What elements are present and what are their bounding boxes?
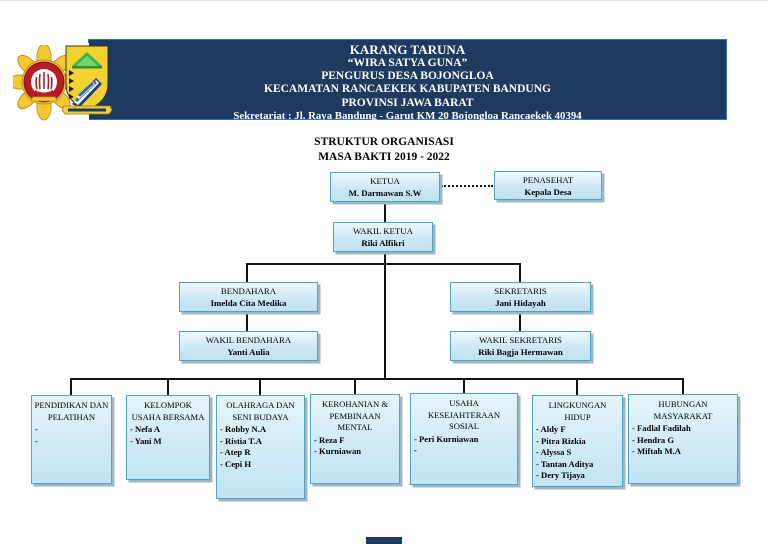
node-title: WAKIL BENDAHARA [205, 335, 292, 345]
division-member: - Hendra G [632, 434, 675, 445]
kabupaten-bandung-logo-icon [62, 45, 112, 115]
node-person: M. Darmawan S.W [348, 188, 422, 198]
connector-drop-bendahara [246, 263, 248, 282]
node-wakil-sekretaris: WAKIL SEKRETARIS Riki Bagja Hermawan [450, 331, 591, 361]
chart-title-line2: MASA BAKTI 2019 - 2022 [318, 151, 450, 163]
division-member: - Nefa A [130, 424, 161, 434]
division-member: - Miftah M.A [632, 446, 681, 456]
connector-drop-div2 [167, 378, 169, 395]
division-member: - Fadlal Fadilah [632, 423, 691, 433]
division-title: LINGKUNGAN HIDUP [548, 400, 607, 422]
division-title: KELOMPOK USAHA BERSAMA [131, 400, 205, 422]
division-member: - Cepi H [220, 458, 252, 469]
node-title: SEKRETARIS [494, 286, 547, 296]
connector-center-vertical [384, 252, 386, 380]
chart-title: STRUKTUR ORGANISASI MASA BAKTI 2019 - 20… [0, 135, 768, 165]
node-wakil-bendahara: WAKIL BENDAHARA Yanti Aulia [179, 331, 318, 361]
division-member: - Aldy F [536, 424, 566, 434]
division-olahraga-seni-budaya: OLAHRAGA DAN SENI BUDAYA - Robby N.A - R… [216, 395, 305, 499]
division-usaha-kesejahteraan-sosial: USAHA KESEJAHTERAAN SOSIAL - Peri Kurnia… [410, 393, 518, 485]
node-person: Jani Hidayah [495, 298, 546, 308]
connector-drop-div4 [354, 378, 356, 394]
node-person: Imelda Cita Medika [210, 298, 287, 308]
division-member: - Yani M [130, 435, 162, 446]
node-ketua: KETUA M. Darmawan S.W [330, 172, 440, 202]
division-title: OLAHRAGA DAN SENI BUDAYA [226, 400, 295, 422]
division-member: - Tantan Aditya [536, 458, 594, 469]
division-title: USAHA KESEJAHTERAAN SOSIAL [427, 398, 501, 431]
division-member: - [35, 424, 38, 434]
connector-bendahara-wakil [246, 312, 248, 331]
karang-taruna-logo-icon [13, 45, 75, 121]
division-member: - Reza F [314, 434, 345, 445]
connector-drop-div5 [463, 378, 465, 393]
connector-sekretaris-wakil [519, 312, 521, 331]
node-title: PENASEHAT [522, 175, 574, 185]
division-title: KEROHANIAN & PEMBINAAN MENTAL [321, 399, 389, 432]
org-district: KECAMATAN RANCAEKEK KABUPATEN BANDUNG [264, 83, 551, 96]
division-member: - Dery Tijaya [536, 470, 585, 480]
node-sekretaris: SEKRETARIS Jani Hidayah [450, 282, 591, 312]
division-member: - Ristia T.A [220, 435, 262, 446]
division-member: - Pitra Rizkia [536, 435, 586, 446]
division-lingkungan-hidup: LINGKUNGAN HIDUP - Aldy F - Pitra Rizkia… [532, 395, 623, 487]
connector-drop-div6 [576, 378, 578, 395]
division-member: - [414, 445, 417, 455]
bottom-bar [366, 537, 402, 544]
division-member: - Peri Kurniawan [414, 433, 479, 444]
connector-drop-div1 [70, 378, 72, 395]
node-title: WAKIL KETUA [352, 226, 413, 236]
division-member: - Kurniawan [314, 446, 362, 456]
division-title: HUBUNGAN MASYARAKAT [653, 399, 713, 421]
connector-drop-sekretaris [519, 263, 521, 282]
node-person: Yanti Aulia [227, 347, 270, 357]
connector-horizontal-upper [247, 263, 521, 265]
node-title: KETUA [370, 176, 400, 186]
node-title: BENDAHARA [220, 286, 277, 296]
node-wakil-ketua: WAKIL KETUA Riki Alfikri [333, 222, 433, 252]
division-member: - [35, 435, 38, 446]
org-name: KARANG TARUNA [349, 42, 466, 57]
org-province: PROVINSI JAWA BARAT [341, 96, 474, 109]
header-banner: KARANG TARUNA “WIRA SATYA GUNA” PENGURUS… [88, 39, 727, 122]
node-bendahara: BENDAHARA Imelda Cita Medika [179, 282, 318, 312]
division-title: PENDIDIKAN DAN PELATIHAN [34, 400, 109, 422]
node-person: Riki Alfikri [361, 238, 405, 248]
chart-title-line1: STRUKTUR ORGANISASI [314, 136, 454, 148]
connector-ketua-wakilketua [384, 202, 386, 222]
node-person: Kepala Desa [524, 187, 572, 197]
division-member: - Alyssa S [536, 447, 572, 457]
division-kelompok-usaha-bersama: KELOMPOK USAHA BERSAMA - Nefa A - Yani M [126, 395, 210, 480]
connector-horizontal-lower [71, 378, 684, 380]
connector-ketua-penasehat-dotted [441, 185, 493, 187]
connector-drop-div7 [682, 378, 684, 394]
node-penasehat: PENASEHAT Kepala Desa [494, 171, 602, 200]
org-address: Sekretariat : Jl. Raya Bandung - Garut K… [233, 109, 582, 122]
division-member: - Atep R [220, 447, 251, 457]
org-motto: “WIRA SATYA GUNA” [347, 57, 468, 69]
node-title: WAKIL SEKRETARIS [479, 335, 562, 345]
division-member: - Robby N.A [220, 424, 267, 434]
org-unit: PENGURUS DESA BOJONGLOA [321, 70, 494, 83]
division-kerohanian-pembinaan-mental: KEROHANIAN & PEMBINAAN MENTAL - Reza F -… [310, 394, 400, 484]
node-person: Riki Bagja Hermawan [478, 347, 563, 357]
division-pendidikan-pelatihan: PENDIDIKAN DAN PELATIHAN - - [31, 395, 112, 484]
connector-drop-div3 [259, 378, 261, 395]
division-hubungan-masyarakat: HUBUNGAN MASYARAKAT - Fadlal Fadilah - H… [628, 394, 738, 484]
